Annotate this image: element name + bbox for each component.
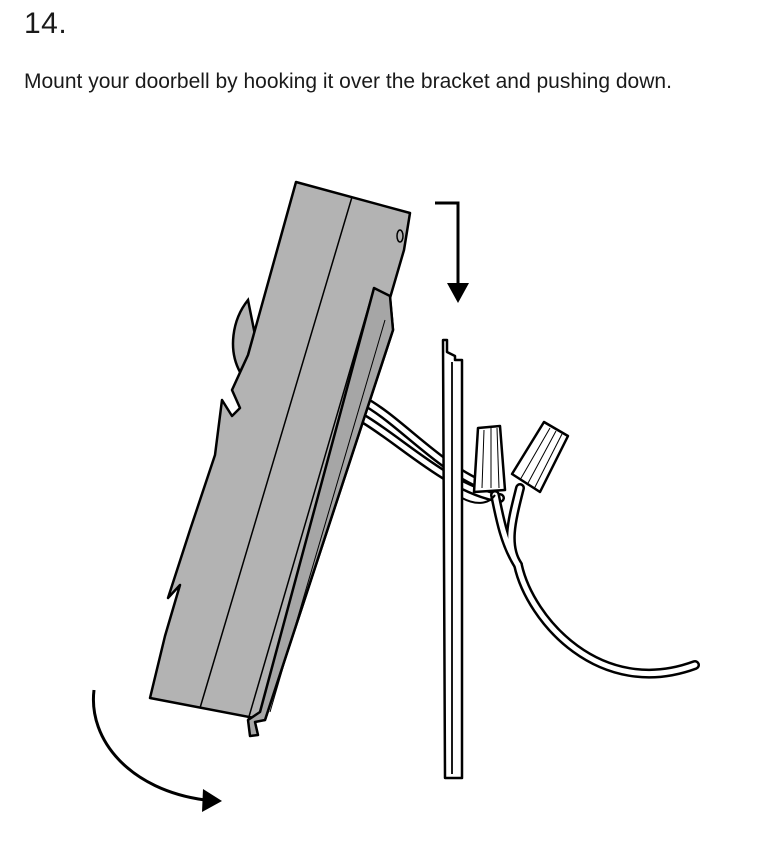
step-instruction: Mount your doorbell by hooking it over t…	[24, 70, 672, 93]
step-number: 14.	[24, 7, 68, 40]
wire-nut	[472, 424, 507, 494]
wire-nut	[510, 420, 570, 494]
doorbell-wires-inner	[359, 397, 503, 501]
down-arrow-icon	[435, 201, 469, 303]
curved-arrow-icon	[91, 689, 222, 812]
house-wires-inner	[492, 485, 698, 677]
mounting-bracket	[441, 338, 464, 780]
doorbell-device	[148, 180, 412, 738]
